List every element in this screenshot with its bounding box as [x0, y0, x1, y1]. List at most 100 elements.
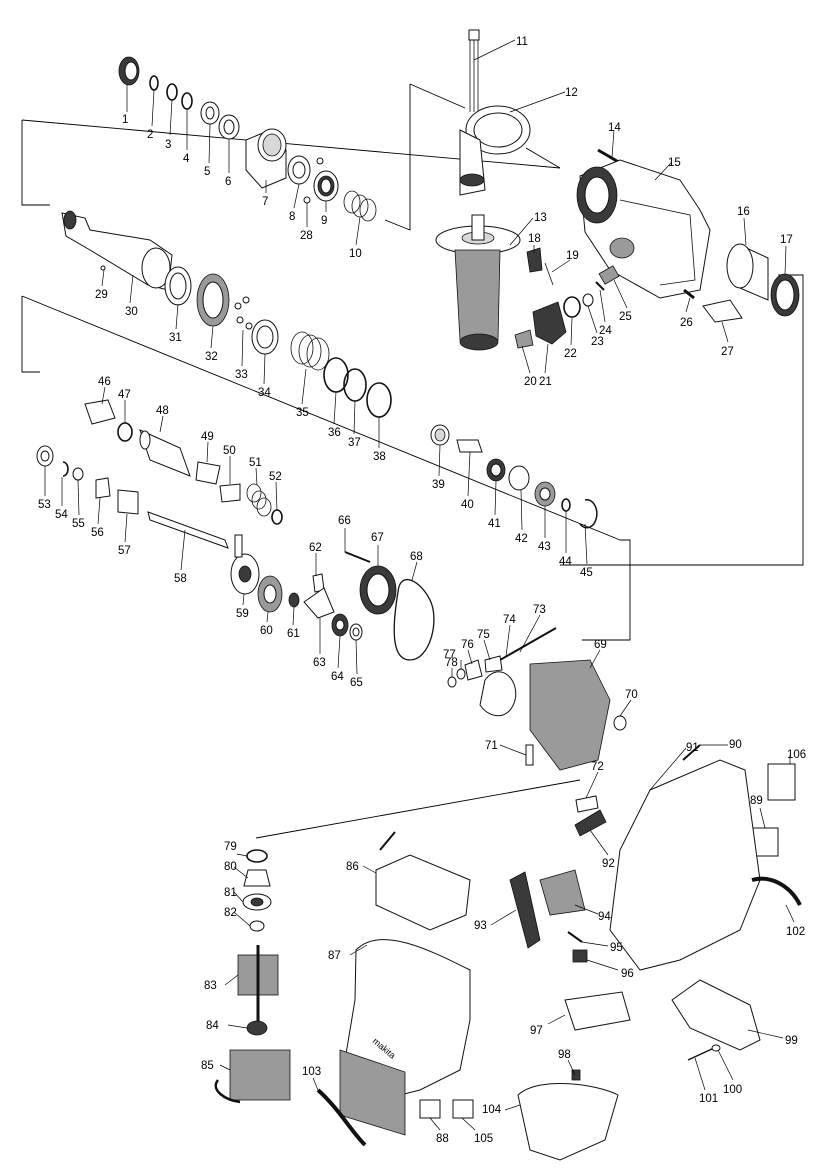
callout-59: 59: [236, 608, 249, 620]
callout-1: 1: [122, 114, 128, 126]
callout-92: 92: [602, 858, 615, 870]
callout-2: 2: [147, 129, 153, 141]
callout-50: 50: [223, 445, 236, 457]
callout-44: 44: [559, 556, 572, 568]
controller-and-housing: makita: [316, 831, 474, 1147]
mode-switch-parts: [514, 247, 743, 349]
callout-98: 98: [558, 1049, 571, 1061]
callout-90: 90: [729, 739, 742, 751]
callout-60: 60: [260, 625, 273, 637]
callout-12: 12: [565, 87, 578, 99]
callout-65: 65: [350, 677, 363, 689]
callout-63: 63: [313, 657, 326, 669]
callout-106: 106: [787, 749, 806, 761]
callout-72: 72: [591, 761, 604, 773]
callout-54: 54: [55, 509, 68, 521]
callout-71: 71: [485, 740, 498, 752]
callout-30: 30: [125, 306, 138, 318]
callout-48: 48: [156, 405, 169, 417]
callout-27: 27: [721, 346, 734, 358]
callout-82: 82: [224, 907, 237, 919]
callout-103: 103: [302, 1066, 321, 1078]
callout-51: 51: [249, 457, 262, 469]
callout-13: 13: [534, 212, 547, 224]
callout-6: 6: [225, 176, 231, 188]
callout-85: 85: [201, 1060, 214, 1072]
callout-26: 26: [680, 317, 693, 329]
callout-47: 47: [118, 389, 131, 401]
callout-55: 55: [72, 518, 85, 530]
callout-5: 5: [204, 166, 210, 178]
callout-29: 29: [95, 289, 108, 301]
callout-81: 81: [224, 887, 237, 899]
callout-91: 91: [686, 742, 699, 754]
callout-78: 78: [445, 657, 458, 669]
callout-33: 33: [235, 369, 248, 381]
top-parts: [118, 56, 377, 222]
callout-61: 61: [287, 628, 300, 640]
callout-83: 83: [204, 980, 217, 992]
callout-84: 84: [206, 1020, 219, 1032]
callout-35: 35: [296, 407, 309, 419]
callout-87: 87: [328, 950, 341, 962]
callout-105: 105: [474, 1133, 493, 1145]
callout-45: 45: [580, 567, 593, 579]
side-grip: [435, 29, 531, 351]
crank-parts: [36, 399, 300, 613]
callout-18: 18: [528, 233, 541, 245]
callout-23: 23: [591, 336, 604, 348]
callout-76: 76: [461, 639, 474, 651]
callout-10: 10: [349, 248, 362, 260]
part-callouts: 1 2 3 4 5 6 7 8 9 10 11 12 13 14 15 16 1…: [38, 36, 806, 1145]
callout-74: 74: [503, 614, 516, 626]
callout-40: 40: [461, 499, 474, 511]
callout-69: 69: [594, 639, 607, 651]
callout-46: 46: [98, 376, 111, 388]
callout-42: 42: [515, 533, 528, 545]
callout-19: 19: [566, 250, 579, 262]
callout-99: 99: [785, 1035, 798, 1047]
callout-7: 7: [262, 196, 268, 208]
callout-73: 73: [533, 604, 546, 616]
front-housing: [576, 148, 800, 317]
assembly-frame-lines: [21, 83, 804, 839]
callout-49: 49: [201, 431, 214, 443]
callout-56: 56: [91, 527, 104, 539]
callout-67: 67: [371, 532, 384, 544]
spindle-assembly: [61, 210, 392, 418]
gear-housing-parts: [303, 551, 627, 813]
callout-39: 39: [432, 479, 445, 491]
callout-41: 41: [488, 518, 501, 530]
callout-100: 100: [723, 1084, 742, 1096]
rear-handle-parts: [509, 744, 802, 1161]
callout-79: 79: [224, 841, 237, 853]
callout-104: 104: [482, 1104, 502, 1116]
callout-97: 97: [530, 1025, 543, 1037]
callout-93: 93: [474, 920, 487, 932]
callout-28: 28: [300, 230, 313, 242]
callout-58: 58: [174, 573, 187, 585]
callout-31: 31: [169, 332, 182, 344]
callout-25: 25: [619, 311, 632, 323]
callout-64: 64: [331, 671, 344, 683]
callout-80: 80: [224, 861, 237, 873]
piston-parts: [430, 424, 598, 529]
callout-36: 36: [328, 427, 341, 439]
callout-95: 95: [610, 942, 623, 954]
callout-8: 8: [289, 211, 295, 223]
callout-68: 68: [410, 551, 423, 563]
callout-37: 37: [348, 437, 361, 449]
callout-4: 4: [183, 153, 190, 165]
callout-leaders: [44, 39, 795, 1131]
callout-21: 21: [539, 376, 552, 388]
callout-102: 102: [786, 926, 805, 938]
callout-70: 70: [625, 689, 638, 701]
callout-14: 14: [608, 122, 621, 134]
motor-parts: [214, 849, 291, 1104]
callout-89: 89: [750, 795, 763, 807]
callout-20: 20: [524, 376, 537, 388]
callout-62: 62: [309, 542, 322, 554]
callout-3: 3: [165, 139, 171, 151]
callout-86: 86: [346, 861, 359, 873]
